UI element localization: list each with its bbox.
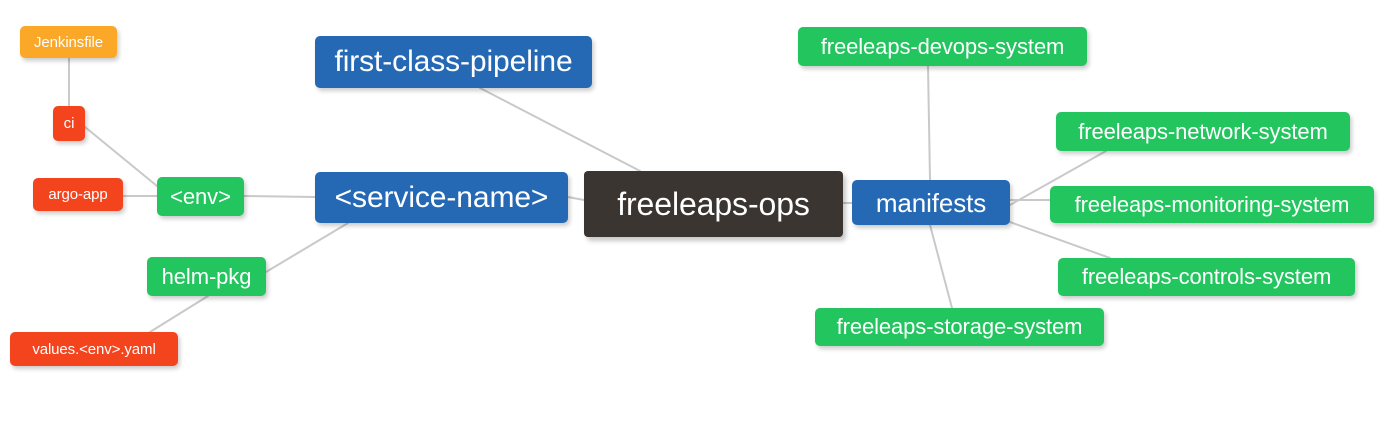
node-freeleaps-ops[interactable]: freeleaps-ops [584, 171, 843, 237]
node-label-helm-pkg: helm-pkg [161, 263, 252, 289]
node-label-monitoring-sys: freeleaps-monitoring-system [1074, 191, 1350, 217]
node-values-yaml[interactable]: values.<env>.yaml [10, 332, 178, 366]
node-storage-sys[interactable]: freeleaps-storage-system [815, 308, 1104, 346]
node-label-manifests: manifests [875, 187, 987, 218]
edge-manifests-to-storage-sys [929, 224, 953, 309]
node-label-network-sys: freeleaps-network-system [1078, 118, 1328, 144]
node-label-pipeline: first-class-pipeline [334, 45, 573, 78]
node-controls-sys[interactable]: freeleaps-controls-system [1058, 258, 1355, 296]
node-label-storage-sys: freeleaps-storage-system [836, 314, 1083, 339]
node-jenkinsfile[interactable]: Jenkinsfile [20, 26, 117, 58]
node-label-freeleaps-ops: freeleaps-ops [617, 186, 810, 222]
node-label-service-name: <service-name> [334, 180, 549, 214]
edge-manifests-to-devops-sys [927, 65, 931, 181]
edge-env-to-service-name [243, 195, 316, 198]
node-argo-app[interactable]: argo-app [33, 178, 123, 211]
node-devops-sys[interactable]: freeleaps-devops-system [798, 27, 1087, 66]
edge-helm-pkg-to-service-name [265, 222, 349, 273]
node-label-jenkinsfile: Jenkinsfile [34, 33, 103, 51]
node-label-argo-app: argo-app [48, 186, 108, 203]
node-env[interactable]: <env> [157, 177, 244, 216]
node-helm-pkg[interactable]: helm-pkg [147, 257, 266, 296]
node-label-controls-sys: freeleaps-controls-system [1081, 264, 1332, 289]
node-label-ci: ci [63, 115, 75, 132]
node-label-devops-sys: freeleaps-devops-system [820, 33, 1065, 59]
node-ci[interactable]: ci [53, 106, 85, 141]
node-label-env: <env> [170, 183, 231, 209]
node-service-name[interactable]: <service-name> [315, 172, 568, 223]
node-label-values-yaml: values.<env>.yaml [32, 340, 156, 358]
node-pipeline[interactable]: first-class-pipeline [315, 36, 592, 88]
edge-manifests-to-controls-sys [1009, 221, 1111, 259]
node-network-sys[interactable]: freeleaps-network-system [1056, 112, 1350, 151]
edge-values-yaml-to-helm-pkg [149, 295, 209, 333]
node-monitoring-sys[interactable]: freeleaps-monitoring-system [1050, 186, 1374, 223]
node-manifests[interactable]: manifests [852, 180, 1010, 225]
edge-service-name-to-freeleaps-ops [567, 196, 585, 201]
edge-pipeline-to-freeleaps-ops [479, 87, 641, 172]
